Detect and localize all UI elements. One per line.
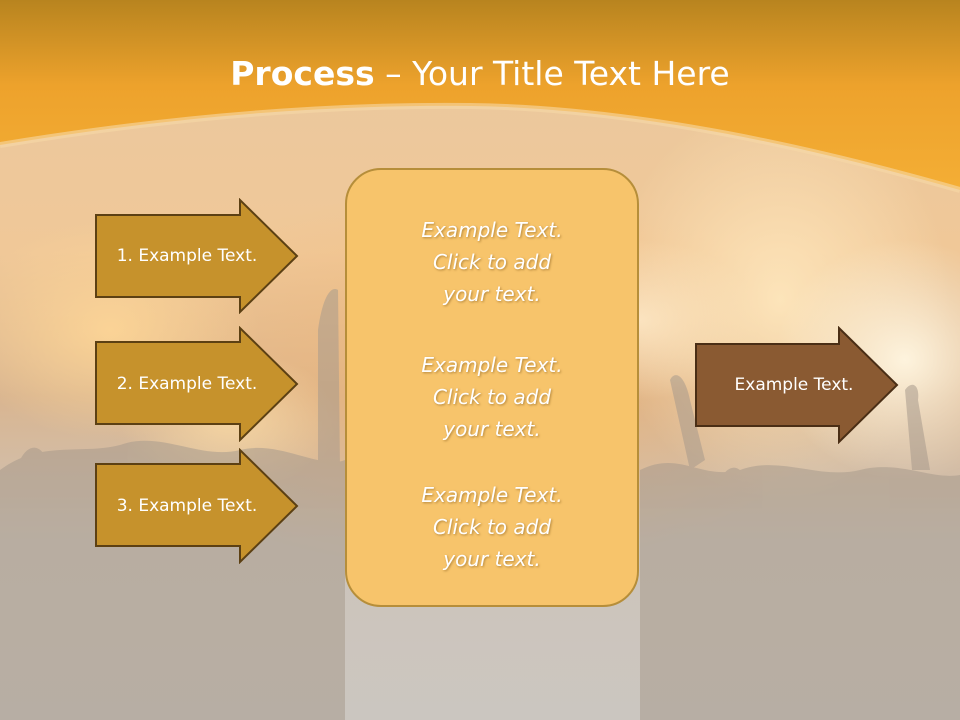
arrow-right-icon xyxy=(95,326,299,442)
slide-title: Process – Your Title Text Here xyxy=(0,52,960,96)
left-arrow-2-label: 2. Example Text. xyxy=(116,374,258,394)
center-text-line: Click to add xyxy=(432,250,552,274)
title-bold: Process xyxy=(230,54,375,93)
center-text-line: Example Text. xyxy=(421,483,563,507)
left-arrow-2[interactable]: 2. Example Text. xyxy=(94,326,299,442)
center-text-line: your text. xyxy=(443,282,541,306)
center-text-block-3[interactable]: Example Text. Click to add your text. xyxy=(347,479,637,575)
center-text-line: your text. xyxy=(443,547,541,571)
center-text-line: your text. xyxy=(443,417,541,441)
header-band xyxy=(0,0,960,193)
center-text-line: Example Text. xyxy=(421,218,563,242)
arrow-right-icon xyxy=(695,326,899,444)
left-arrow-3-label: 3. Example Text. xyxy=(116,496,258,516)
center-content-box[interactable]: Example Text. Click to add your text. Ex… xyxy=(345,168,639,607)
title-rest: – Your Title Text Here xyxy=(374,54,730,93)
arrow-right-icon xyxy=(95,448,299,564)
right-arrow[interactable]: Example Text. xyxy=(694,326,899,444)
center-text-line: Click to add xyxy=(432,515,552,539)
center-text-block-1[interactable]: Example Text. Click to add your text. xyxy=(347,214,637,310)
left-arrow-1[interactable]: 1. Example Text. xyxy=(94,198,299,314)
center-text-line: Click to add xyxy=(432,385,552,409)
right-arrow-label: Example Text. xyxy=(734,375,854,395)
left-arrow-1-label: 1. Example Text. xyxy=(116,246,258,266)
arrow-right-icon xyxy=(95,198,299,314)
left-arrow-3[interactable]: 3. Example Text. xyxy=(94,448,299,564)
center-text-line: Example Text. xyxy=(421,353,563,377)
center-text-block-2[interactable]: Example Text. Click to add your text. xyxy=(347,349,637,445)
